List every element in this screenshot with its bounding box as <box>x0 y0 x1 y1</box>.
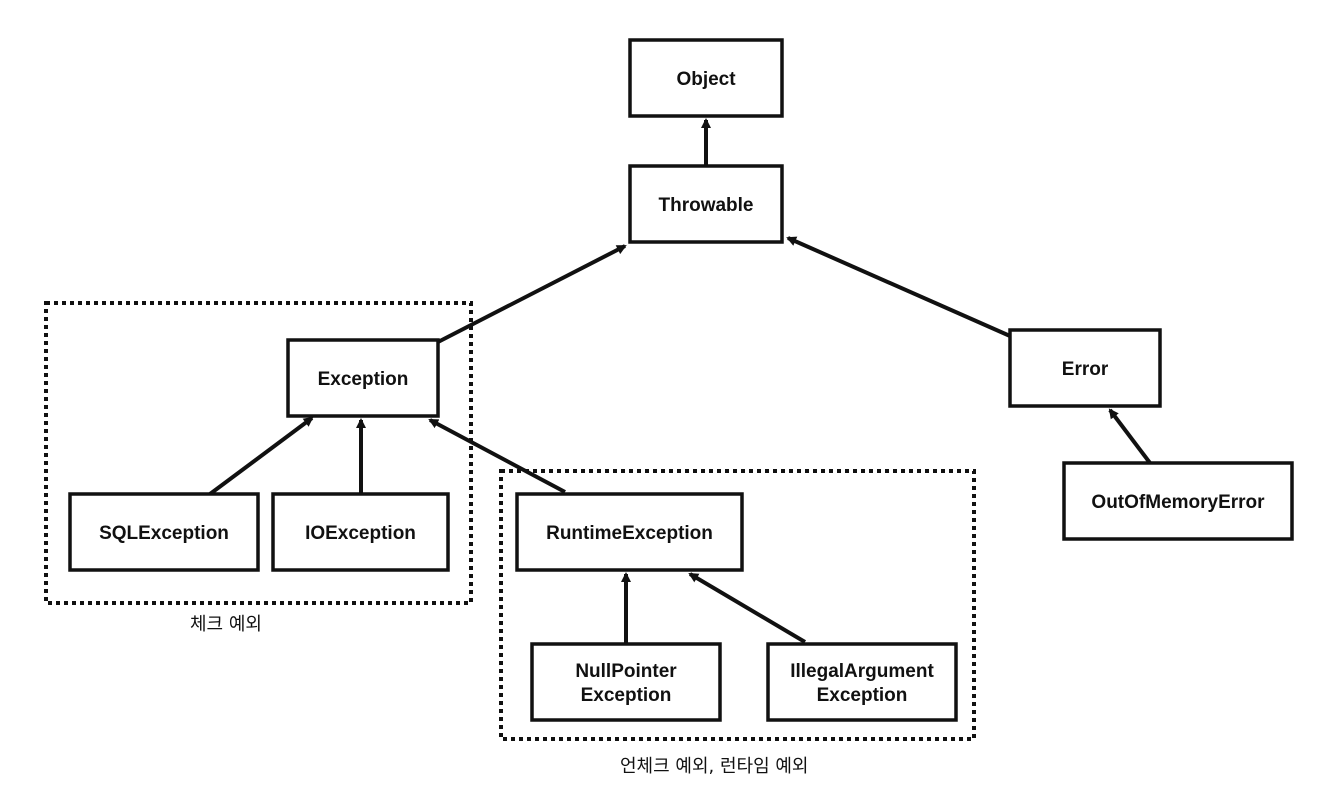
node-throwable: Throwable <box>628 164 784 244</box>
node-label-outofmemoryerror: OutOfMemoryError <box>1091 492 1265 513</box>
checked-exceptions-group <box>44 301 473 605</box>
edge-sqlexception-to-exception <box>208 416 314 496</box>
edge-runtimeexception-to-exception <box>428 418 566 494</box>
node-box-error <box>1008 328 1162 408</box>
node-error: Error <box>1008 328 1162 408</box>
node-box-throwable <box>628 164 784 244</box>
node-ioexception: IOException <box>271 492 450 572</box>
checked-exceptions-caption: 체크 예외 <box>190 614 262 635</box>
node-sqlexception: SQLException <box>68 492 260 572</box>
node-box-illegalargumentexception <box>766 642 958 722</box>
node-label-illegalargumentexception-line-1: IllegalArgument <box>790 661 934 682</box>
node-label-sqlexception: SQLException <box>99 523 229 544</box>
unchecked-exceptions-caption: 언체크 예외, 런타임 예외 <box>620 756 809 777</box>
node-box-runtimeexception <box>515 492 744 572</box>
node-box-outofmemoryerror <box>1062 461 1294 541</box>
node-box-sqlexception <box>68 492 260 572</box>
node-object: Object <box>628 38 784 118</box>
node-label-throwable: Throwable <box>658 195 753 216</box>
edge-exception-to-throwable <box>437 244 627 344</box>
node-label-object: Object <box>676 69 736 90</box>
node-label-illegalargumentexception-line-2: Exception <box>817 685 908 706</box>
node-box-ioexception <box>271 492 450 572</box>
node-box-object <box>628 38 784 118</box>
node-exception: Exception <box>286 338 440 418</box>
node-label-exception: Exception <box>318 369 409 390</box>
edge-error-to-throwable <box>786 236 1011 338</box>
node-label-error: Error <box>1062 359 1109 380</box>
edge-illegalargumentexception-to-runtimeexception <box>688 572 807 644</box>
node-runtimeexception: RuntimeException <box>515 492 744 572</box>
node-label-nullpointerexception-line-2: Exception <box>581 685 672 706</box>
edge-outofmemoryerror-to-error <box>1108 408 1152 465</box>
node-box-exception <box>286 338 440 418</box>
unchecked-exceptions-group <box>499 469 976 741</box>
node-outofmemoryerror: OutOfMemoryError <box>1062 461 1294 541</box>
node-box-nullpointerexception <box>530 642 722 722</box>
node-label-runtimeexception: RuntimeException <box>546 523 713 544</box>
node-label-nullpointerexception-line-1: NullPointer <box>575 661 677 682</box>
node-label-ioexception: IOException <box>305 523 416 544</box>
